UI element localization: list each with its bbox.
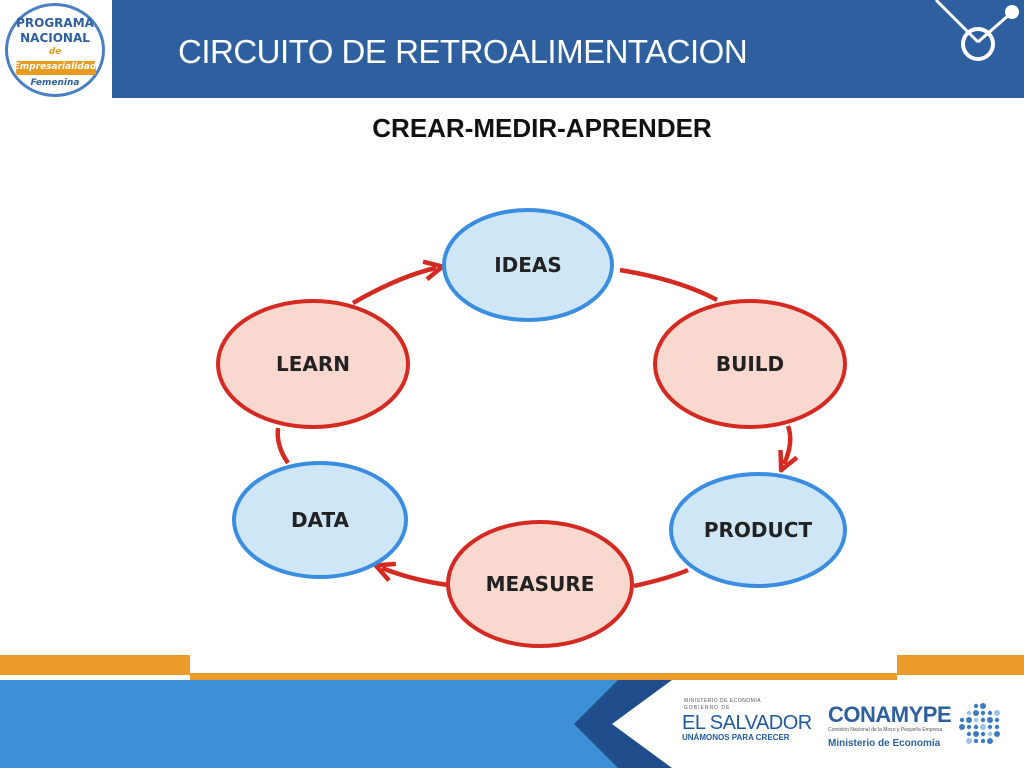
logo-line-2: NACIONAL — [20, 31, 90, 45]
edge-ideas-to-build — [619, 267, 719, 302]
logo-line-1: PROGRAMA — [16, 16, 94, 30]
node-data: DATA — [232, 461, 408, 579]
node-label: DATA — [291, 508, 350, 532]
node-ellipse — [442, 208, 614, 322]
node-ellipse — [232, 461, 408, 579]
elsalvador-name: EL SALVADOR — [682, 712, 812, 734]
node-label: LEARN — [276, 352, 350, 376]
node-ellipse — [653, 299, 847, 429]
node-ideas: IDEAS — [442, 208, 614, 322]
subtitle: CREAR-MEDIR-APRENDER — [372, 113, 712, 143]
node-label: PRODUCT — [704, 518, 813, 542]
molecule-icon — [934, 0, 1019, 61]
conamype-subtitle: Comisión Nacional de la Micro y Pequeña … — [828, 727, 943, 733]
edge-learn-to-ideas — [351, 268, 436, 305]
page-title: CIRCUITO DE RETROALIMENTACION — [178, 33, 748, 70]
node-label: MEASURE — [486, 572, 595, 596]
orange-stripe-right — [897, 655, 1024, 675]
conamype-dots-icon — [959, 703, 1000, 744]
node-build: BUILD — [653, 299, 847, 429]
orange-stripe-left — [0, 655, 190, 675]
node-label: IDEAS — [494, 253, 562, 277]
node-learn: LEARN — [216, 299, 410, 429]
header-bar — [0, 0, 1024, 98]
node-measure: MEASURE — [446, 520, 634, 648]
program-logo-badge: PROGRAMA NACIONAL de Empresarialidad Fem… — [5, 3, 105, 97]
logo-ribbon — [16, 61, 96, 75]
conamype-ministry: Ministerio de Economía — [828, 738, 941, 749]
edge-product-to-measure — [633, 567, 689, 589]
program-logo: PROGRAMA NACIONAL de Empresarialidad Fem… — [0, 0, 112, 100]
edge-measure-to-data — [382, 568, 449, 588]
elsalvador-gobierno: GOBIERNO DE — [684, 705, 731, 711]
node-ellipse — [669, 472, 847, 588]
edge-build-to-product — [784, 425, 790, 464]
footer-logo-panel — [612, 680, 1024, 768]
orange-stripe-center — [190, 673, 897, 680]
logo-line-3: de — [48, 47, 62, 57]
node-label: BUILD — [716, 352, 784, 376]
elsalvador-slogan: UNÁMONOS PARA CRECER — [682, 733, 790, 742]
node-ellipse — [216, 299, 410, 429]
logo-line-5: Femenina — [30, 78, 80, 88]
edge-data-to-learn — [275, 427, 290, 465]
node-ellipse — [446, 520, 634, 648]
feedback-loop-diagram: IDEAS BUILD PRODUCT MEASURE DATA LEARN — [216, 208, 847, 648]
conamype-name: CONAMYPE — [828, 702, 952, 727]
logo-line-4: Empresarialidad — [13, 62, 97, 72]
node-product: PRODUCT — [669, 472, 847, 588]
elsalvador-ministry: MINISTERIO DE ECONOMÍA — [684, 698, 762, 704]
